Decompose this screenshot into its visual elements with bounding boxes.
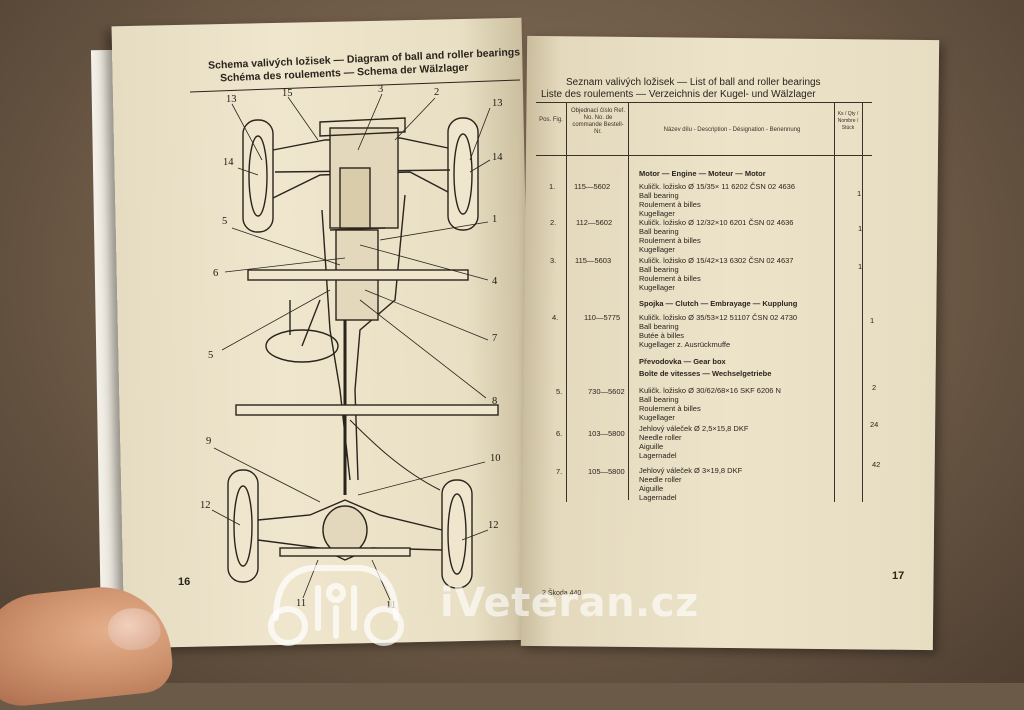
row1-order: 115—5602 <box>574 182 611 191</box>
callout-3: 3 <box>378 84 384 95</box>
rear-left-wheel <box>227 469 259 583</box>
row1-line3: Roulement à billes <box>639 200 701 209</box>
col-divider-2 <box>628 102 629 500</box>
row3-line1: Kuličk. ložisko Ø 15/42×13 6302 ČSN 02 4… <box>639 256 794 265</box>
row1-qty: 1 <box>857 189 862 198</box>
row4-line2: Ball bearing <box>639 322 679 331</box>
callout-12-left: 12 <box>200 500 211 511</box>
col-header-pos: Pos. Fig. <box>539 117 563 123</box>
col-divider-1 <box>566 102 567 502</box>
row5-line1: Kuličk. ložisko Ø 30/62/68×16 SKF 6206 N <box>639 386 781 395</box>
row5-line3: Roulement à billes <box>639 404 701 413</box>
callout-1: 1 <box>492 214 498 225</box>
callout-4: 4 <box>492 276 498 287</box>
row7-line3: Aiguille <box>639 484 664 493</box>
section-heading-gearbox-2: Boîte de vitesses — Wechselgetriebe <box>639 369 772 378</box>
callout-11-right: 11 <box>386 600 397 611</box>
watermark-text: iVeteran.cz <box>440 580 699 626</box>
callout-5-lower: 5 <box>208 350 214 361</box>
row3-line2: Ball bearing <box>639 265 679 274</box>
row2-pos: 2. <box>550 218 557 227</box>
row4-order: 110—5775 <box>584 313 621 322</box>
row6-qty: 24 <box>870 420 879 429</box>
row1-pos: 1. <box>549 182 556 191</box>
section-heading-clutch: Spojka — Clutch — Embrayage — Kupplung <box>639 299 798 308</box>
callout-14-left: 14 <box>223 157 234 168</box>
right-title-line1: Seznam valivých ložisek — List of ball a… <box>566 77 821 88</box>
row7-line1: Jehlový váleček Ø 3×19,8 DKF <box>639 466 743 475</box>
front-right-wheel <box>447 117 479 231</box>
row7-qty: 42 <box>872 460 881 469</box>
row2-line3: Roulement à billes <box>639 236 701 245</box>
row6-order: 103—5800 <box>588 429 625 438</box>
section-heading-motor: Motor — Engine — Moteur — Motor <box>639 169 766 178</box>
callout-13-front-right: 13 <box>492 98 503 109</box>
row7-pos: 7. <box>556 467 563 476</box>
rear-right-wheel <box>441 479 473 589</box>
right-title-line2: Liste des roulements — Verzeichnis der K… <box>541 89 816 100</box>
row4-qty: 1 <box>870 316 875 325</box>
row4-pos: 4. <box>552 313 559 322</box>
col-header-order: Objednací číslo Ref. No. No. de commande… <box>570 108 626 135</box>
front-left-wheel <box>242 119 274 233</box>
row1-line1: Kuličk. ložisko Ø 15/35× 11 6202 ČSN 02 … <box>639 182 795 191</box>
row2-line2: Ball bearing <box>639 227 679 236</box>
row7-line2: Needle roller <box>639 475 682 484</box>
row5-pos: 5. <box>556 387 563 396</box>
row1-line2: Ball bearing <box>639 191 679 200</box>
row5-line4: Kugellager <box>639 413 675 422</box>
left-page-number: 16 <box>178 576 191 588</box>
callout-11-left: 11 <box>296 598 307 609</box>
row4-line1: Kuličk. ložisko Ø 35/53×12 51107 ČSN 02 … <box>639 313 798 322</box>
callout-15: 15 <box>282 88 293 99</box>
col-header-name: Název dílu - Description - Désignation -… <box>663 127 801 133</box>
section-heading-gearbox: Převodovka — Gear box <box>639 357 726 366</box>
row1-line4: Kugellager <box>639 209 675 218</box>
callout-13-front-left: 13 <box>226 94 237 105</box>
row2-order: 112—5602 <box>576 218 613 227</box>
col-header-qty: Ks / Qty / Nombre / Stück <box>837 111 859 131</box>
row2-line1: Kuličk. ložisko Ø 12/32×10 6201 ČSN 02 4… <box>639 218 794 227</box>
callout-6: 6 <box>213 268 219 279</box>
callout-10: 10 <box>490 453 501 464</box>
row6-line4: Lagernadel <box>639 451 677 460</box>
row5-line2: Ball bearing <box>639 395 679 404</box>
row3-line3: Roulement à billes <box>639 274 701 283</box>
row3-line4: Kugellager <box>639 283 675 292</box>
callout-8: 8 <box>492 396 498 407</box>
callout-12-right: 12 <box>488 520 499 531</box>
row6-line3: Aiguille <box>639 442 664 451</box>
row7-line4: Lagernadel <box>639 493 677 502</box>
row2-qty: 1 <box>858 224 863 233</box>
vintage-car-logo-icon <box>268 565 404 646</box>
row5-qty: 2 <box>872 383 877 392</box>
row2-line4: Kugellager <box>639 245 675 254</box>
row4-line3: Butée à billes <box>639 331 685 340</box>
table-header-rule <box>536 155 872 156</box>
chassis-diagram <box>189 79 521 601</box>
printer-signature: 2 Škoda 440 <box>542 590 582 597</box>
col-divider-3 <box>834 102 835 502</box>
row6-line2: Needle roller <box>639 433 682 442</box>
callout-14-right: 14 <box>492 152 503 163</box>
callout-2: 2 <box>434 87 440 98</box>
row6-line1: Jehlový váleček Ø 2,5×15,8 DKF <box>639 424 749 433</box>
callout-7: 7 <box>492 333 498 344</box>
callout-5-upper: 5 <box>222 216 228 227</box>
row5-order: 730—5602 <box>588 387 625 396</box>
row4-line4: Kugellager z. Ausrückmuffe <box>639 340 731 349</box>
callout-9: 9 <box>206 436 212 447</box>
row3-pos: 3. <box>550 256 557 265</box>
table-top-rule <box>536 102 872 103</box>
row3-qty: 1 <box>858 262 863 271</box>
col-divider-4 <box>862 102 863 502</box>
row7-order: 105—5800 <box>588 467 625 476</box>
row3-order: 115—5603 <box>575 256 612 265</box>
right-page-number: 17 <box>892 570 905 582</box>
row6-pos: 6. <box>556 429 563 438</box>
